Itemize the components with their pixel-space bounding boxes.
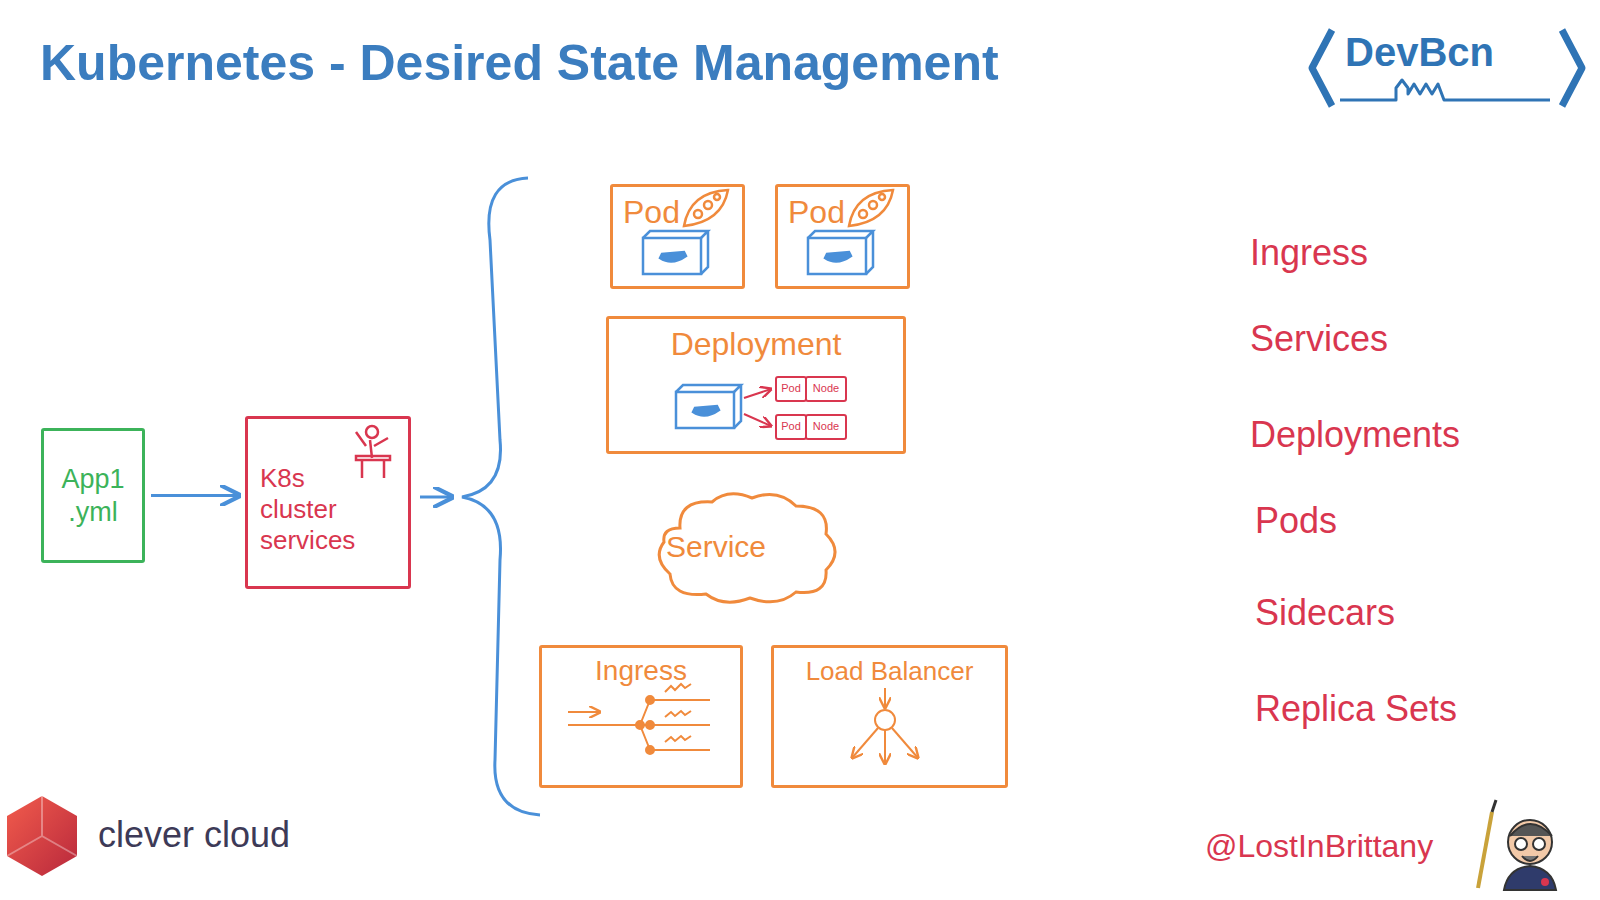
node-label: Node	[813, 382, 839, 395]
node-label: Node	[813, 420, 839, 433]
pod-mini-box: Pod	[775, 376, 807, 402]
node-label: App1 .yml	[53, 463, 133, 528]
cloud-path	[659, 494, 835, 602]
ingress-routing	[568, 684, 710, 754]
node-mini-box: Node	[805, 376, 847, 402]
author-avatar	[1478, 800, 1556, 890]
topic-item: Pods	[1255, 500, 1337, 542]
node-label: Ingress	[595, 654, 687, 688]
topic-item: Replica Sets	[1255, 688, 1457, 730]
loadbalancer-box: Load Balancer	[771, 645, 1008, 788]
topic-item: Ingress	[1250, 232, 1368, 274]
container-icon	[643, 231, 708, 274]
schedule-arrow	[744, 414, 771, 426]
balancer-icon	[852, 688, 918, 764]
peapod-icon	[849, 190, 893, 226]
cluster-box: K8s cluster services	[245, 416, 411, 589]
company-name: clever cloud	[98, 814, 290, 856]
node-label: Pod	[623, 193, 680, 231]
author-handle: @LostInBrittany	[1205, 828, 1433, 865]
container-icon	[676, 385, 741, 428]
ingress-box: Ingress	[539, 645, 743, 788]
node-label: Deployment	[671, 325, 842, 363]
group-brace	[462, 178, 540, 815]
topic-item: Deployments	[1250, 414, 1460, 456]
topic-item: Services	[1250, 318, 1388, 360]
pod-box: Pod	[775, 184, 910, 289]
flow-arrow	[151, 494, 239, 497]
conference-logo	[1312, 30, 1582, 106]
node-label: Pod	[781, 420, 801, 433]
company-logo	[7, 796, 77, 876]
schedule-arrow	[744, 389, 771, 398]
slide-title: Kubernetes - Desired State Management	[40, 34, 999, 92]
topic-item: Sidecars	[1255, 592, 1395, 634]
pod-box: Pod	[610, 184, 745, 289]
node-mini-box: Node	[805, 414, 847, 440]
flow-arrow	[420, 496, 452, 499]
file-box: App1 .yml	[41, 428, 145, 563]
operator-figure	[356, 426, 390, 478]
pod-mini-box: Pod	[775, 414, 807, 440]
node-label: Pod	[781, 382, 801, 395]
service-cloud: Service	[650, 488, 840, 606]
container-icon	[808, 231, 873, 274]
node-label: K8s cluster services	[260, 463, 380, 557]
node-label: Load Balancer	[806, 656, 974, 687]
node-label: Service	[666, 529, 766, 565]
logo-text: DevBcn	[1345, 30, 1494, 75]
node-label: Pod	[788, 193, 845, 231]
deployment-box: DeploymentPodNodePodNode	[606, 316, 906, 454]
peapod-icon	[684, 190, 728, 226]
